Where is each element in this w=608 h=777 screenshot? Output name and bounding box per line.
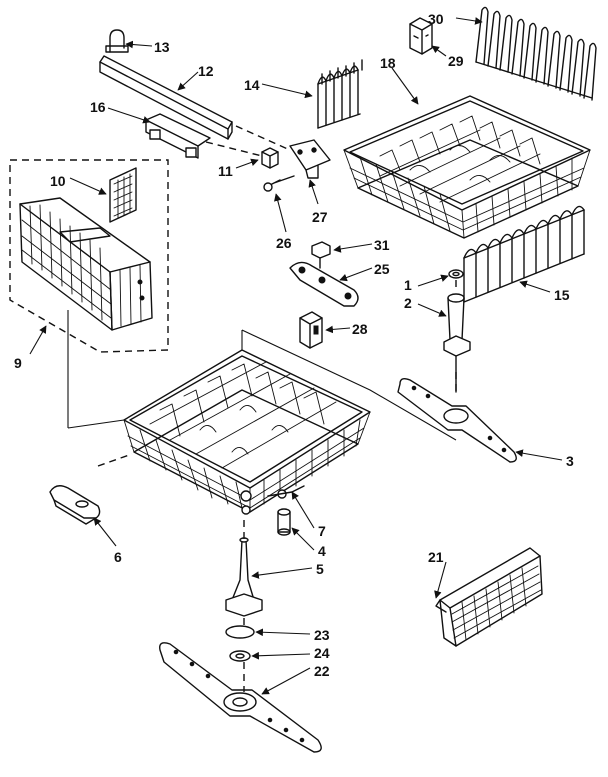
part-28-rack-clip [299,311,323,349]
part-31-fitting [311,241,331,269]
part-4-bushing [277,508,291,536]
callout-21: 21 [428,549,444,565]
callout-29: 29 [448,53,464,69]
callout-16: 16 [90,99,106,115]
part-15-side-rack [463,205,585,303]
part-18-upper-rack [343,95,591,239]
callout-26: 26 [276,235,292,251]
callout-22: 22 [314,663,330,679]
part-10-basket-lid [109,167,137,223]
part-7-lower-rack [123,349,371,515]
callout-25: 25 [374,261,390,277]
part-13-hook-clip [105,29,129,53]
part-22-lower-spray-arm [159,642,322,753]
callout-15: 15 [554,287,570,303]
callout-27: 27 [312,209,328,225]
callout-11: 11 [218,163,233,179]
callout-labels: 13 12 16 11 14 30 29 18 10 27 26 31 25 2… [14,11,574,679]
callout-3: 3 [566,453,574,469]
part-9-silverware-basket [9,159,169,353]
part-12-rack-rail [99,55,233,140]
assembly-leader-lines [67,125,457,692]
callout-14: 14 [244,77,260,93]
part-24-small-washer [229,650,251,662]
callout-9: 9 [14,355,22,371]
part-11-rail-stop [261,147,279,169]
part-5-spray-tower [225,537,263,617]
callout-10: 10 [50,173,66,189]
part-27-mounting-plate [289,139,331,179]
callout-13: 13 [154,39,170,55]
callout-24: 24 [314,645,330,661]
callout-7: 7 [318,523,326,539]
callout-30: 30 [428,11,444,27]
part-3-upper-spray-arm [397,355,517,463]
part-6-end-cap [49,485,101,525]
part-14-side-rack [317,59,363,129]
callout-6: 6 [114,549,122,565]
callout-2: 2 [404,295,412,311]
callout-28: 28 [352,321,368,337]
part-30-tine-comb [475,6,597,101]
part-25-spray-bracket [289,261,359,307]
part-1-washer [448,269,464,279]
callout-leaders [29,17,563,695]
part-16-rail-bracket [145,113,211,159]
part-2-spray-tube [443,293,471,357]
callout-31: 31 [374,237,390,253]
callout-18: 18 [380,55,396,71]
callout-23: 23 [314,627,330,643]
callout-12: 12 [198,63,214,79]
callout-1: 1 [404,277,412,293]
part-21-small-basket [435,547,543,647]
callout-4: 4 [318,543,326,559]
callout-5: 5 [316,561,324,577]
part-23-washer [225,625,255,639]
part-26-screw [263,175,295,192]
